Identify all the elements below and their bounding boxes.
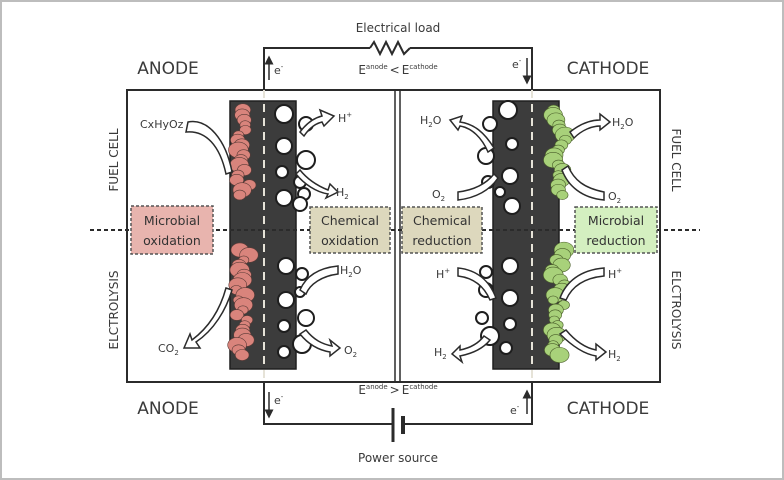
catalyst-particle — [275, 189, 293, 207]
proton-out-arrow-icon — [299, 108, 336, 138]
top-wire-right — [410, 47, 533, 90]
proton-in-arrow-icon — [559, 267, 605, 301]
electron-label-bottom-left: e- — [274, 393, 284, 407]
resistor-icon — [369, 39, 411, 57]
h2-out-arrow-icon — [294, 168, 340, 200]
catalyst-particles — [274, 100, 521, 359]
microbial-oxidation-box: Microbial oxidation — [130, 205, 214, 255]
o2-label: O2 — [344, 344, 357, 359]
top-circuit: Electrical load e- e- Eanode<Ecathode — [263, 21, 533, 90]
box-line: Chemical — [413, 213, 471, 228]
substrate-in-arrow-icon — [185, 120, 233, 175]
catalyst-particle — [297, 309, 315, 327]
catalyst-particle — [295, 267, 309, 281]
h2-out-arrow-icon — [558, 329, 608, 362]
proton-label: H+ — [608, 267, 622, 281]
catalyst-particle — [503, 317, 517, 331]
microbe-blob — [229, 309, 244, 321]
bottom-wire-right — [404, 382, 533, 425]
bottom-circuit: Power source e- e- Eanode>Ecathode — [263, 382, 533, 465]
catalyst-particle — [479, 265, 493, 279]
microbe-blob — [234, 349, 250, 361]
box-line: reduction — [412, 233, 471, 248]
catalyst-particle — [482, 116, 498, 132]
catalyst-particle — [277, 291, 295, 309]
power-source-label: Power source — [358, 451, 438, 465]
catalyst-particle — [475, 311, 489, 325]
mode-label-right-fuel-cell: FUEL CELL — [669, 128, 683, 191]
chemical-reduction-box: Chemical reduction — [401, 206, 483, 254]
water-in-arrow-icon — [299, 265, 339, 296]
catalyst-particle — [277, 319, 291, 333]
catalyst-particle — [274, 104, 294, 124]
catalyst-particle — [499, 341, 513, 355]
h2-label: H2 — [608, 348, 621, 363]
h2-out-arrow-icon — [450, 334, 492, 365]
catalyst-particle — [505, 137, 519, 151]
box-line: Chemical — [321, 213, 379, 228]
top-wire-left — [263, 47, 370, 90]
o2-label: O2 — [432, 188, 445, 203]
mode-label-right-electrolysis: ELCTROLYSIS — [669, 271, 683, 350]
catalyst-particle — [498, 100, 518, 120]
chemical-oxidation-box: Chemical oxidation — [309, 206, 391, 254]
proton-label: H+ — [436, 267, 450, 281]
catalyst-particle — [501, 257, 519, 275]
water-out-arrow-icon — [448, 114, 496, 154]
catalyst-particle — [296, 150, 316, 170]
water-label: H2O — [340, 264, 362, 279]
box-line: oxidation — [143, 233, 201, 248]
substrate-label: CxHyOz — [140, 118, 184, 131]
o2-in-arrow-icon — [561, 164, 605, 201]
co2-out-arrow-icon — [182, 287, 233, 349]
catalyst-particle — [277, 257, 295, 275]
o2-label: O2 — [608, 190, 621, 205]
bottom-wire-left — [263, 382, 393, 425]
cathode-label-bottom: CATHODE — [567, 399, 650, 419]
catalyst-particle — [501, 167, 519, 185]
water-out-arrow-icon — [568, 112, 612, 140]
microbe-blob — [547, 295, 559, 305]
bottom-potential-condition: Eanode>Ecathode — [358, 383, 437, 397]
catalyst-particle — [503, 197, 521, 215]
water-label: H2O — [612, 116, 634, 131]
cathode-label-top: CATHODE — [567, 59, 650, 79]
electron-label-top-left: e- — [274, 63, 284, 77]
electron-label-bottom-right: e- — [510, 403, 520, 417]
microbe-blob — [233, 189, 247, 201]
water-label: H2O — [420, 114, 442, 129]
proton-label: H+ — [338, 111, 352, 125]
electron-label-top-right: e- — [512, 57, 522, 71]
o2-out-arrow-icon — [298, 328, 342, 358]
reactor-outline — [126, 89, 661, 383]
catalyst-particle — [292, 196, 308, 212]
anode-label-top: ANODE — [137, 59, 199, 79]
anode-biofilm — [227, 103, 259, 361]
flux-arrows — [182, 108, 612, 365]
catalyst-particle — [501, 289, 519, 307]
catalyst-particle — [494, 186, 506, 198]
anode-label-bottom: ANODE — [137, 399, 199, 419]
box-line: Microbial — [588, 213, 644, 228]
top-potential-condition: Eanode<Ecathode — [358, 63, 437, 77]
box-line: oxidation — [321, 233, 379, 248]
catalyst-particle — [275, 137, 293, 155]
microbe-blob — [549, 347, 570, 363]
mode-label-left-electrolysis: ELCTROLYSIS — [107, 271, 121, 350]
species-labels: CxHyOz CO2 H+ H2 H2O O2 H2O O2 H+ H2 H2O… — [140, 111, 634, 363]
electrical-load-label: Electrical load — [356, 21, 441, 35]
co2-label: CO2 — [158, 342, 179, 357]
proton-in-arrow-icon — [457, 267, 497, 301]
mode-label-left-fuel-cell: FUEL CELL — [107, 128, 121, 191]
microbial-reduction-box: Microbial reduction — [574, 206, 658, 254]
catalyst-particle — [275, 165, 289, 179]
box-line: reduction — [586, 233, 645, 248]
o2-in-arrow-icon — [457, 172, 499, 201]
box-line: Microbial — [144, 213, 200, 228]
h2-label: H2 — [336, 186, 349, 201]
catalyst-particle — [277, 345, 291, 359]
microbe-blob — [556, 190, 569, 200]
h2-label: H2 — [434, 346, 447, 361]
